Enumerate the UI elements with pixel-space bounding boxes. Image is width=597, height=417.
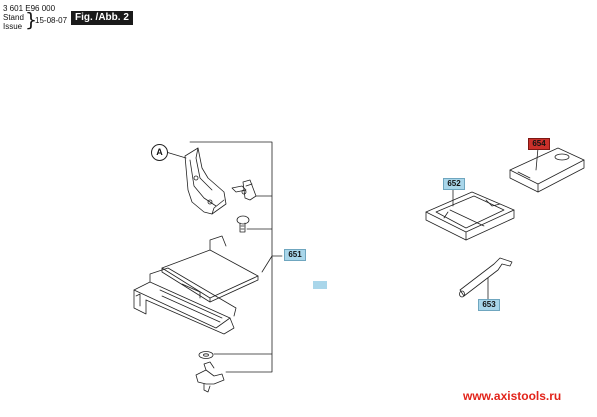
part-label-651[interactable]: 651 [284,249,306,261]
thumb-screw-part [231,179,257,201]
callout-a-leader [165,151,187,159]
screw-part [236,215,250,233]
part-651-bracket-line [189,141,283,373]
battery-holder-part [425,191,515,241]
wing-nut-part [195,361,225,393]
watermark-text: www.axistools.ru [463,389,562,403]
issue-label: Issue [3,22,23,31]
part-label-652[interactable]: 652 [443,178,465,190]
highlight-swatch [313,281,327,289]
stand-issue-labels: Stand Issue [3,13,24,31]
hex-key-part [459,257,513,298]
battery-cover-part [509,144,585,193]
part-654-leader [535,147,539,171]
guide-rail-part [133,267,237,335]
callout-a: A [151,144,168,161]
stand-label: Stand [3,13,24,22]
part-label-654[interactable]: 654 [528,138,550,150]
angle-bracket-part [184,147,227,215]
part-label-653[interactable]: 653 [478,299,500,311]
issue-date: 15-08-07 [35,16,68,25]
figure-label: Fig. /Abb. 2 [71,11,133,25]
part-number: 3 601 E96 000 [3,4,56,13]
brace-icon: } [25,9,38,31]
base-plate-part [161,235,259,303]
document-header: 3 601 E96 000 Stand Issue } 15-08-07 Fig… [0,0,200,40]
washer-part [198,351,214,359]
